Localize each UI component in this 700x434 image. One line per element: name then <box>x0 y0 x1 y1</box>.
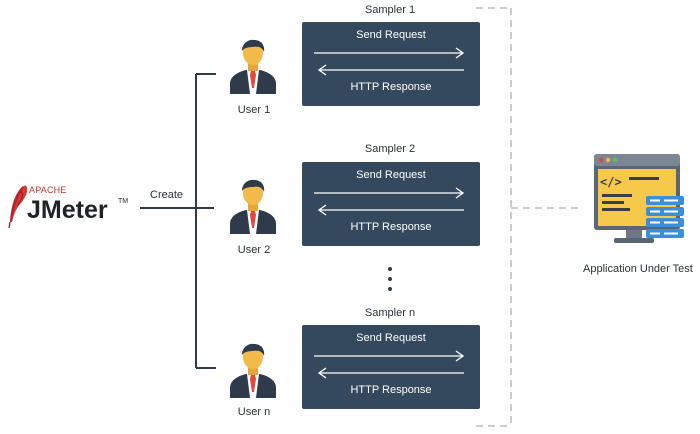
feather-icon: APACHE JMeter TM <box>8 185 128 229</box>
user-2-label: User 2 <box>237 244 271 256</box>
application-under-test-label: Application Under Test <box>583 263 693 275</box>
jmeter-logo: APACHE JMeter TM <box>6 180 130 230</box>
logo-trademark-text: TM <box>118 198 128 205</box>
person-icon <box>230 343 276 398</box>
http-response-label: HTTP Response <box>350 221 432 233</box>
person-icon <box>230 39 276 94</box>
request-response-arrows <box>314 187 465 216</box>
sampler-n-title: Sampler n <box>364 307 416 319</box>
person-icon <box>230 179 276 234</box>
user-n-label: User n <box>237 406 271 418</box>
user-1-label: User 1 <box>237 104 271 116</box>
create-label: Create <box>150 189 184 201</box>
logo-jmeter-text: JMeter <box>27 196 108 224</box>
user-1-avatar <box>228 38 278 94</box>
ellipsis-vertical-icon <box>388 267 392 291</box>
request-response-arrows <box>314 47 465 76</box>
sampler-2-title: Sampler 2 <box>364 143 416 155</box>
sampler-2-box: Send Request HTTP Response <box>302 162 480 246</box>
http-response-label: HTTP Response <box>350 81 432 93</box>
sampler-n-box: Send Request HTTP Response <box>302 325 480 409</box>
send-request-label: Send Request <box>356 29 426 41</box>
sampler-1-box: Send Request HTTP Response <box>302 22 480 106</box>
sampler-1-title: Sampler 1 <box>364 4 416 16</box>
send-request-label: Send Request <box>356 169 426 181</box>
http-response-label: HTTP Response <box>350 384 432 396</box>
application-computer-icon: </> <box>594 154 684 243</box>
user-2-avatar <box>228 178 278 234</box>
user-n-avatar <box>228 342 278 398</box>
svg-text:</>: </> <box>600 175 622 189</box>
send-request-label: Send Request <box>356 332 426 344</box>
request-response-arrows <box>314 350 465 379</box>
logo-apache-text: APACHE <box>29 185 67 195</box>
